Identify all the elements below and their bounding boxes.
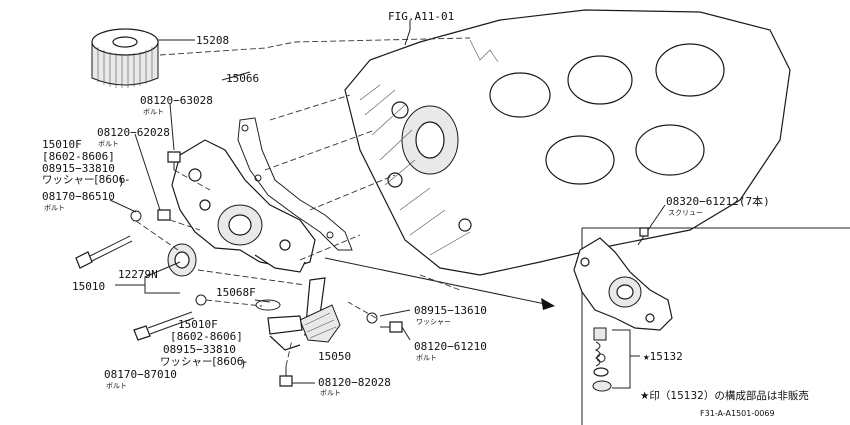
oil-strainer	[255, 277, 341, 351]
label-08320-61212: 08320−61212(7本)	[666, 194, 770, 208]
leader-lines	[109, 20, 666, 384]
label-15068f: 15068F	[216, 286, 256, 299]
label-washer-range-top: ワッシャー[8606-	[42, 174, 129, 186]
label-08915-13610: 08915−13610	[414, 304, 487, 317]
label-screw: スクリュー	[668, 209, 703, 217]
gasket	[237, 117, 353, 251]
label-08915-33810-top: 08915−33810	[42, 162, 115, 175]
label-washer-range-bot: ワッシャー[8606-	[160, 356, 247, 368]
label-08120-82028: 08120−82028	[318, 376, 391, 389]
label-15208: 15208	[196, 34, 229, 47]
label-08170-86510: 08170−86510	[42, 190, 115, 203]
label-washer-b: ワッシャー	[416, 318, 451, 326]
label-bolt-d: ボルト	[106, 382, 127, 390]
label-08170-87010: 08170−87010	[104, 368, 177, 381]
oil-pump-cover	[167, 139, 316, 277]
oil-filter	[91, 28, 159, 88]
label-15010: 15010	[72, 280, 105, 293]
detail-inset	[573, 227, 850, 425]
figure-id: FIG.A11-01	[388, 10, 454, 23]
label-15050: 15050	[318, 350, 351, 363]
label-08120-62028-top: 08120−62028	[97, 126, 170, 139]
label-bolt-a: ボルト	[143, 108, 164, 116]
drawing-number: F31-A-A1501-0069	[700, 409, 775, 418]
label-12279n: 12279N	[118, 268, 158, 281]
label-range-top: [8602-8606]	[42, 150, 115, 163]
engine-block	[344, 9, 791, 276]
label-bracket-bot: )	[240, 357, 247, 370]
label-bolt-e: ボルト	[320, 389, 341, 397]
label-bolt-f: ボルト	[416, 354, 437, 362]
labels: FIG.A11-01 15208 15066 08120−63028 ボルト 0…	[42, 10, 809, 418]
label-15010f-top: 15010F	[42, 138, 82, 151]
label-bolt-c: ボルト	[44, 204, 65, 212]
label-bracket-top: )	[118, 175, 125, 188]
label-15010f-bot: 15010F	[178, 318, 218, 331]
label-08915-33810-bot: 08915−33810	[163, 343, 236, 356]
label-range-bot: [8602-8606]	[170, 330, 243, 343]
label-08120-63028: 08120−63028	[140, 94, 213, 107]
label-15132: ★15132	[643, 350, 683, 363]
label-15066: 15066	[226, 72, 259, 85]
note-not-sold: ★印（15132）の構成部品は非販売	[640, 389, 809, 402]
label-08120-61210: 08120−61210	[414, 340, 487, 353]
label-bolt-b: ボルト	[98, 140, 119, 148]
